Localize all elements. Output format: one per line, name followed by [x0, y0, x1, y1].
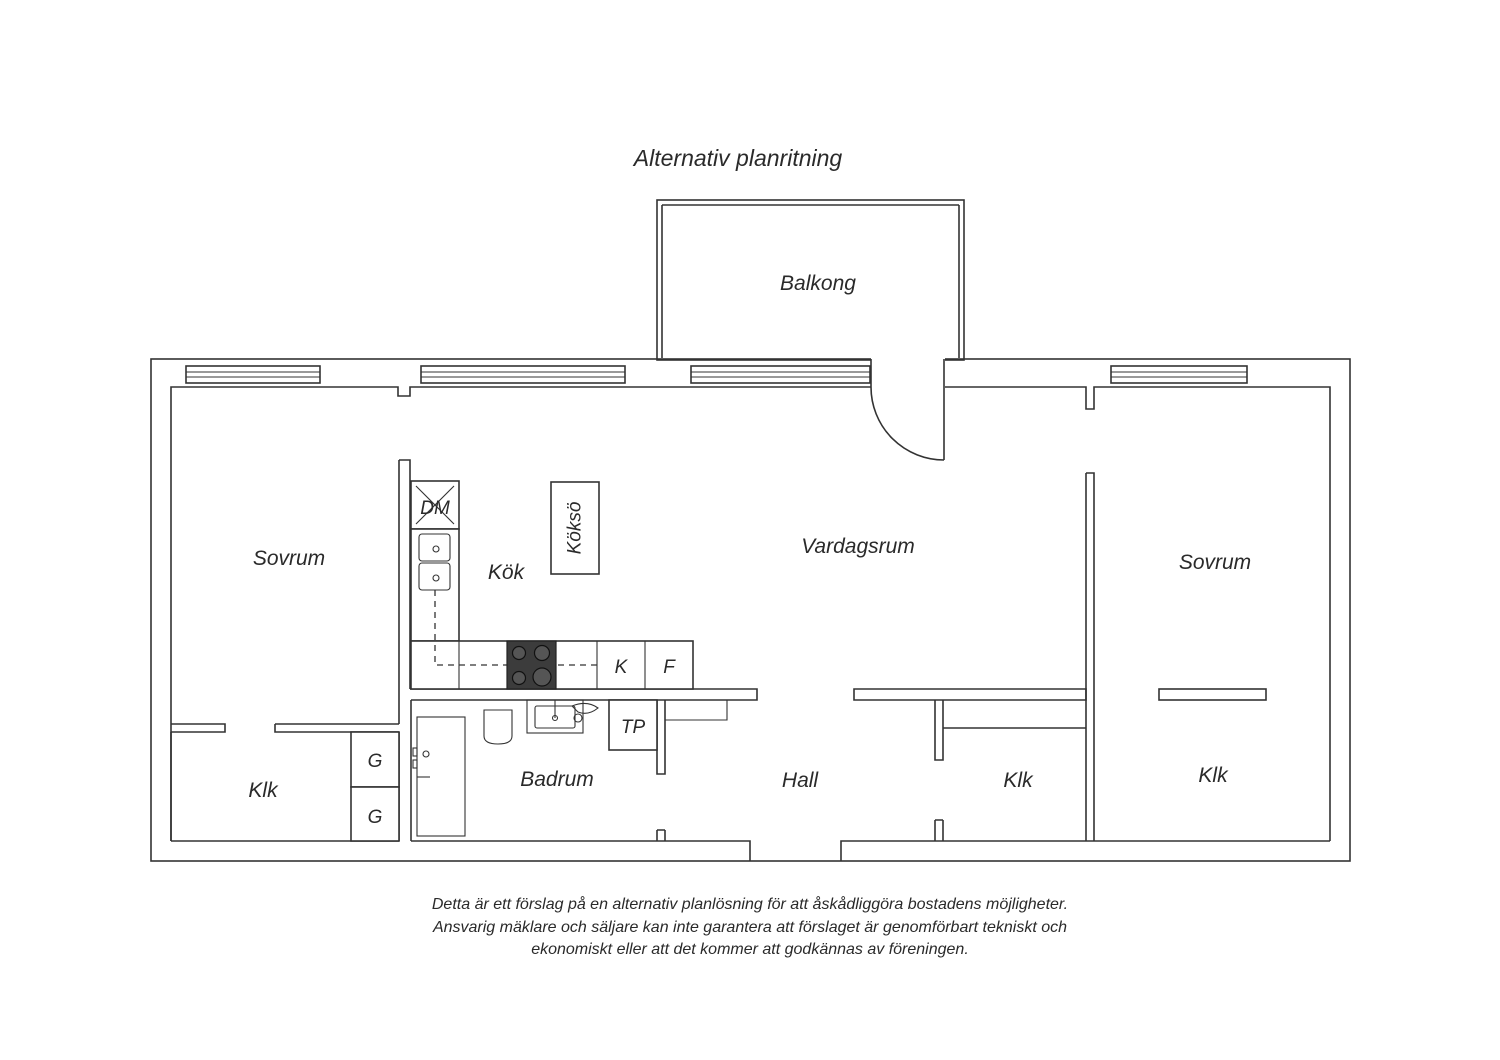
- fixture-label-f: F: [663, 657, 676, 678]
- disclaimer-line-3: ekonomiskt eller att det kommer att godk…: [531, 941, 969, 958]
- balcony: [656, 199, 965, 361]
- kitchen-island: [550, 481, 600, 575]
- plan-title: Alternativ planritning: [632, 145, 843, 171]
- room-label-vardagsrum: Vardagsrum: [801, 535, 915, 558]
- fixture-label-tp: TP: [621, 717, 646, 738]
- room-label-balkong: Balkong: [780, 272, 856, 295]
- room-label-sovrum-right: Sovrum: [1179, 551, 1251, 574]
- fixture-label-g1: G: [368, 751, 383, 772]
- room-label-klk-left: Klk: [248, 779, 279, 802]
- fixture-label-dm: DM: [420, 498, 450, 519]
- fixture-label-k: K: [615, 657, 629, 678]
- disclaimer: Detta är ett förslag på en alternativ pl…: [250, 894, 1250, 962]
- room-label-klk-right: Klk: [1198, 764, 1229, 787]
- fixture-label-kokso: Köksö: [565, 501, 586, 554]
- room-label-badrum: Badrum: [520, 768, 594, 791]
- outer-walls: [150, 358, 1351, 862]
- disclaimer-line-2: Ansvarig mäklare och säljare kan inte ga…: [432, 918, 1068, 936]
- room-label-kok: Kök: [488, 561, 526, 584]
- balcony-door: [870, 358, 945, 461]
- room-label-hall: Hall: [782, 769, 820, 792]
- wardrobes: [350, 731, 400, 842]
- room-label-klk-mid: Klk: [1003, 769, 1034, 792]
- disclaimer-line-1: Detta är ett förslag på en alternativ pl…: [431, 896, 1069, 913]
- interior-walls: [170, 459, 1330, 861]
- windows: [185, 365, 1248, 384]
- bathroom-fixtures: [412, 699, 658, 837]
- room-label-sovrum-left: Sovrum: [253, 547, 325, 570]
- cooktop: [506, 640, 557, 690]
- fixture-label-g2: G: [368, 807, 383, 828]
